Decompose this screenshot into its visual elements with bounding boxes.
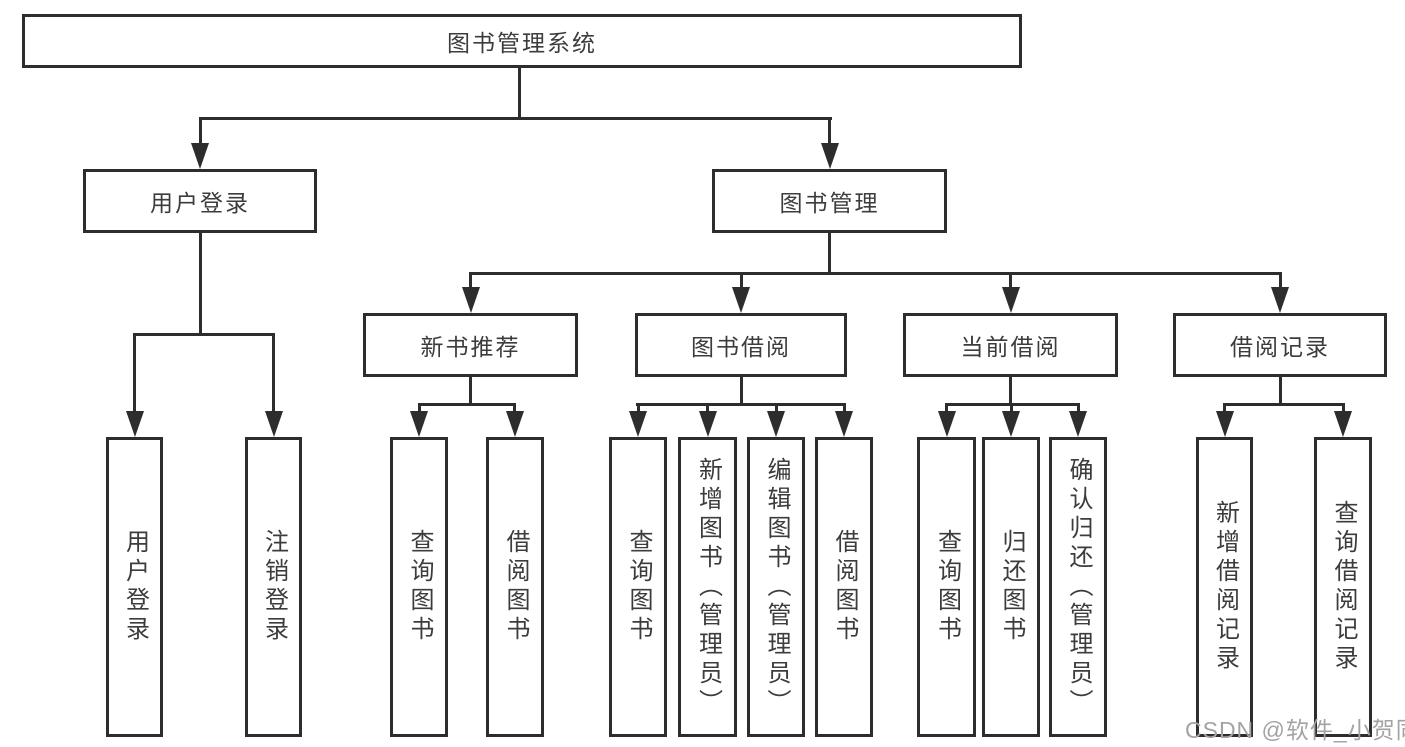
connector-line [1279,272,1282,289]
leaf-add-book-admin: 新增图书（管理员） [678,437,737,737]
connector-line [828,233,831,274]
arrowhead-down-icon [821,143,839,169]
node-current-borrow: 当前借阅 [903,313,1118,377]
connector-line [828,117,831,145]
connector-line [1223,403,1344,406]
arrowhead-down-icon [835,411,853,437]
connector-line [1009,272,1012,289]
connector-line [1009,377,1012,405]
leaf-logout: 注销登录 [245,437,302,737]
connector-line [1010,403,1013,413]
arrowhead-down-icon [699,411,717,437]
connector-line [1342,403,1345,413]
leaf-confirm-return-admin: 确认归还（管理员） [1049,437,1107,737]
arrowhead-down-icon [732,287,750,313]
connector-line [199,117,202,145]
leaf-borrow-books: 借阅图书 [815,437,873,737]
arrowhead-down-icon [191,143,209,169]
leaf-query-books-recommend: 查询图书 [390,437,448,737]
leaf-query-books-current: 查询图书 [917,437,976,737]
watermark: CSDN @软件_小贺同学 [1185,717,1405,743]
connector-line [199,233,202,335]
arrowhead-down-icon [1216,411,1234,437]
leaf-return-books: 归还图书 [982,437,1040,737]
leaf-add-borrow-record: 新增借阅记录 [1196,437,1253,737]
node-book-borrow: 图书借阅 [635,313,847,377]
connector-line [469,272,472,289]
node-library-system: 图书管理系统 [22,14,1022,68]
arrowhead-down-icon [629,411,647,437]
arrowhead-down-icon [506,411,524,437]
leaf-edit-book-admin: 编辑图书（管理员） [747,437,805,737]
connector-line [133,333,136,413]
leaf-query-borrow-record: 查询借阅记录 [1314,437,1372,737]
arrowhead-down-icon [265,411,283,437]
connector-line [1223,403,1226,413]
node-new-book-recommend: 新书推荐 [363,313,578,377]
connector-line [418,403,421,413]
connector-line [775,403,778,413]
node-user-login: 用户登录 [83,169,317,233]
connector-line [469,272,1282,275]
arrowhead-down-icon [767,411,785,437]
arrowhead-down-icon [1002,411,1020,437]
arrowhead-down-icon [1334,411,1352,437]
connector-line [636,403,846,406]
connector-line [513,403,516,413]
connector-line [1077,403,1080,413]
node-borrow-records: 借阅记录 [1173,313,1387,377]
arrowhead-down-icon [462,287,480,313]
connector-line [272,333,275,413]
connector-line [740,377,743,405]
arrowhead-down-icon [1002,287,1020,313]
connector-line [1279,377,1282,405]
arrowhead-down-icon [1271,287,1289,313]
leaf-query-books-borrow: 查询图书 [609,437,667,737]
leaf-user-login: 用户登录 [106,437,163,737]
connector-line [469,377,472,405]
connector-line [518,68,521,119]
leaf-borrow-books-recommend: 借阅图书 [486,437,544,737]
arrowhead-down-icon [938,411,956,437]
node-book-management: 图书管理 [712,169,947,233]
connector-line [133,333,275,336]
connector-line [945,403,948,413]
connector-line [706,403,709,413]
connector-line [740,272,743,289]
connector-line [843,403,846,413]
connector-line [418,403,516,406]
connector-line [637,403,640,413]
connector-line [199,117,832,120]
arrowhead-down-icon [410,411,428,437]
arrowhead-down-icon [1069,411,1087,437]
arrowhead-down-icon [126,411,144,437]
